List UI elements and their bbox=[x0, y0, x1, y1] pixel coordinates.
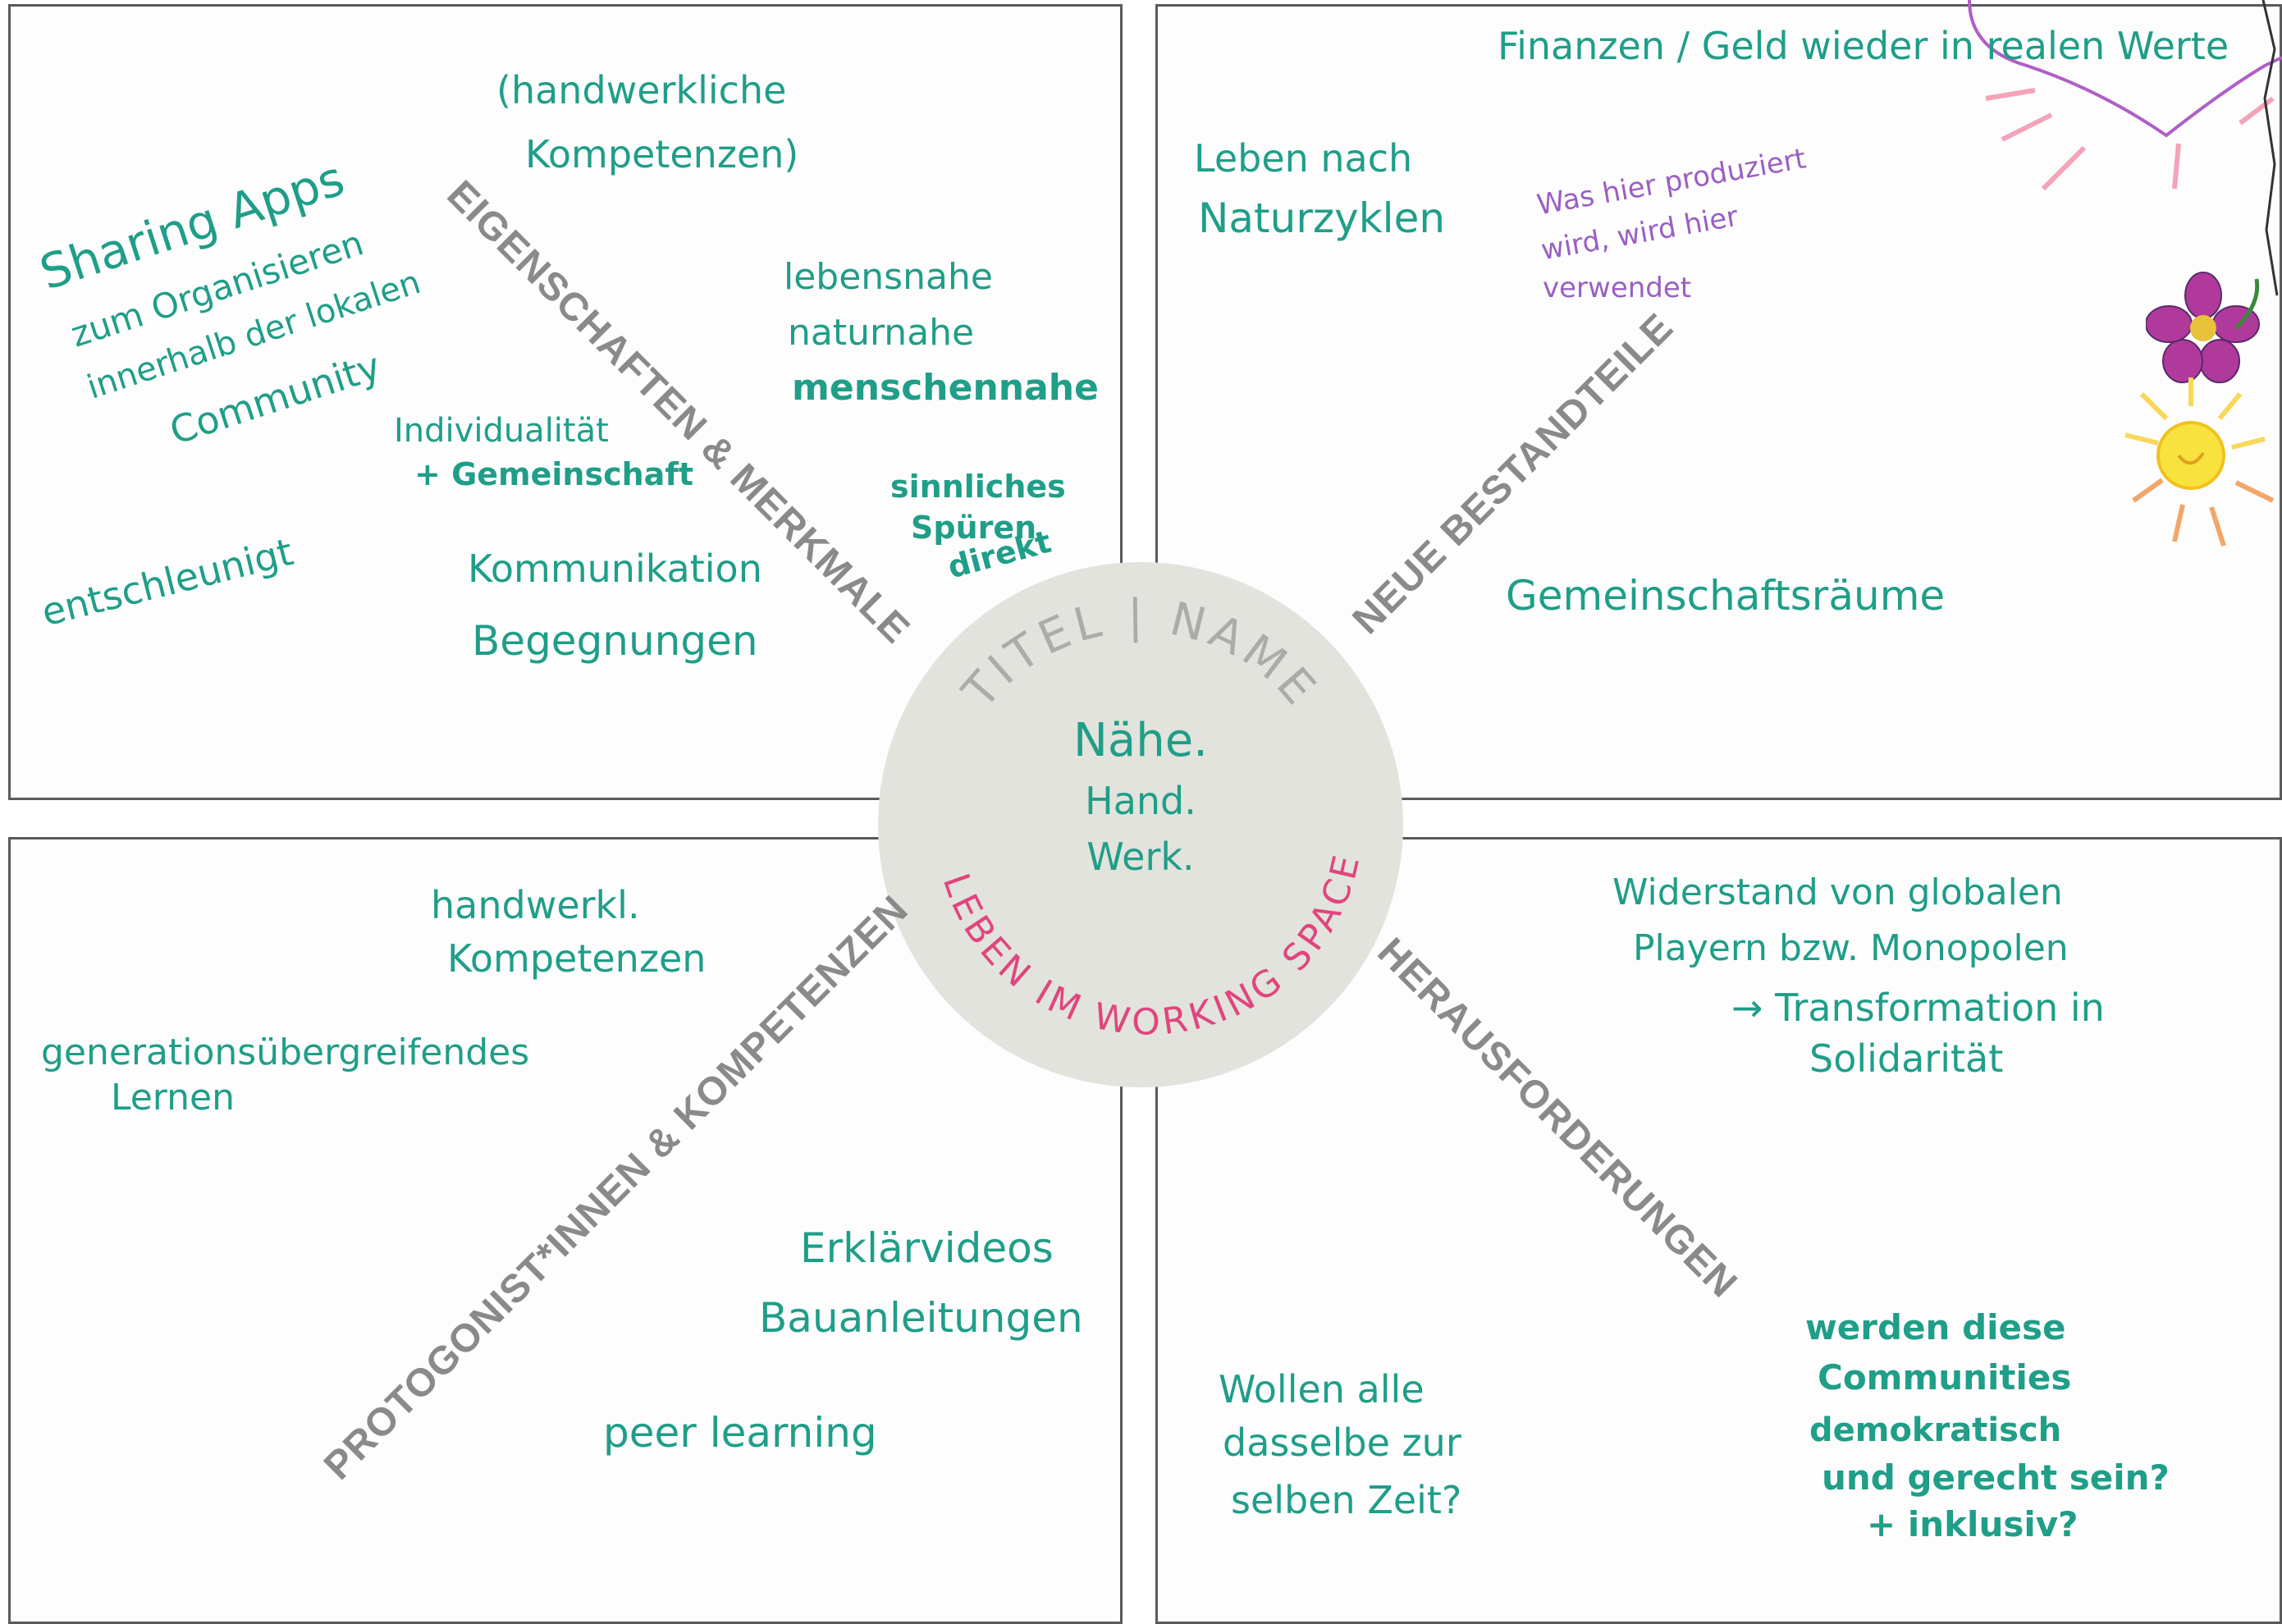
note-communities: Communities bbox=[1818, 1357, 2072, 1398]
svg-text:TITEL | NAME: TITEL | NAME bbox=[952, 590, 1328, 719]
note-spueren: Spüren bbox=[911, 510, 1037, 546]
note-verwendet: verwendet bbox=[1543, 272, 1692, 304]
note-sinnliches: sinnliches bbox=[890, 469, 1066, 505]
center-word-1: Nähe. bbox=[1073, 714, 1208, 767]
note-generationen: generationsübergreifendes bbox=[41, 1032, 530, 1073]
heart-sun-drawing bbox=[1968, 0, 2282, 296]
note-leben-nach: Leben nach bbox=[1194, 136, 1413, 181]
note-erklaervideos: Erklärvideos bbox=[800, 1224, 1054, 1272]
note-naturnahe: naturnahe bbox=[788, 312, 975, 354]
center-words: Nähe. Hand. Werk. bbox=[1018, 714, 1264, 879]
flower-icon bbox=[2146, 272, 2260, 383]
note-handwerkl: handwerkl. bbox=[431, 883, 640, 927]
center-circle: TITEL | NAME LEBEN IM WORKING SPACE bbox=[878, 562, 1403, 1087]
note-dasselbe: dasselbe zur bbox=[1223, 1420, 1461, 1465]
note-selben-zeit: selben Zeit? bbox=[1231, 1478, 1462, 1522]
note-widerstand-1: Widerstand von globalen bbox=[1612, 871, 2063, 913]
note-transformation: → Transformation in bbox=[1731, 986, 2105, 1030]
note-kommunikation: Kommunikation bbox=[468, 547, 762, 591]
note-demokratisch: demokratisch bbox=[1809, 1411, 2062, 1449]
note-naturzyklen: Naturzyklen bbox=[1198, 194, 1446, 242]
note-werden-diese: werden diese bbox=[1805, 1307, 2066, 1347]
note-solidaritaet: Solidarität bbox=[1809, 1036, 2004, 1081]
note-peer-learning: peer learning bbox=[603, 1409, 877, 1457]
note-begegnungen: Begegnungen bbox=[472, 617, 758, 665]
note-lernen: Lernen bbox=[111, 1077, 235, 1119]
note-kompetenzen: Kompetenzen) bbox=[525, 132, 799, 176]
note-gerecht: und gerecht sein? bbox=[1822, 1457, 2170, 1498]
note-lebensnahe: lebensnahe bbox=[784, 256, 993, 298]
ring-labels: TITEL | NAME LEBEN IM WORKING SPACE bbox=[935, 590, 1365, 1044]
note-finanzen: Finanzen / Geld wieder in realen Werte bbox=[1498, 24, 2229, 68]
note-wollen-alle: Wollen alle bbox=[1219, 1367, 1425, 1411]
note-gemeinschaftsraeume: Gemeinschaftsräume bbox=[1506, 572, 1946, 620]
note-kompetenzen-bl: Kompetenzen bbox=[447, 936, 707, 981]
note-handwerkliche: (handwerkliche bbox=[496, 68, 787, 112]
note-bauanleitungen: Bauanleitungen bbox=[759, 1294, 1083, 1342]
note-individualitaet: Individualität bbox=[394, 412, 609, 450]
note-menschennahe: menschennahe bbox=[792, 367, 1099, 409]
note-widerstand-2: Playern bzw. Monopolen bbox=[1633, 927, 2069, 969]
center-word-3: Werk. bbox=[1086, 835, 1195, 879]
ring-title-text: TITEL | NAME bbox=[952, 590, 1324, 719]
note-gemeinschaft: + Gemeinschaft bbox=[414, 456, 694, 492]
note-inklusiv: + inklusiv? bbox=[1867, 1504, 2078, 1544]
center-word-2: Hand. bbox=[1085, 779, 1196, 823]
sun-icon bbox=[2124, 377, 2275, 547]
